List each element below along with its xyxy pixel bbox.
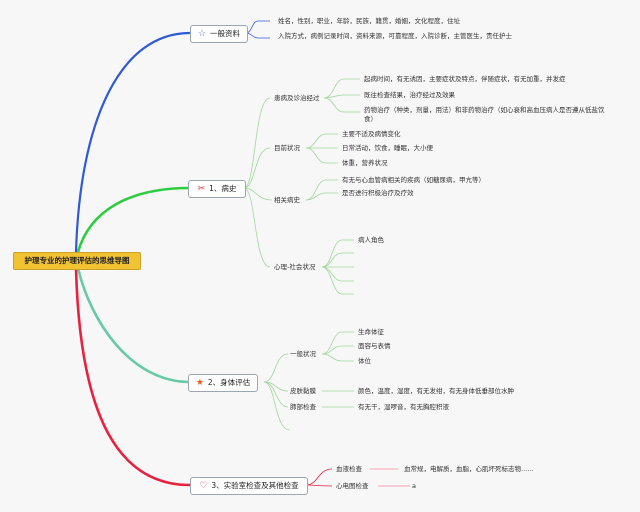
- physical-sub-lines: [263, 331, 354, 431]
- physical-group-1-item-2: 面容与表情: [358, 342, 391, 350]
- physical-group-3-item-1: 有无干，湿啰音，有无胸腔积液: [358, 403, 449, 411]
- physical-group-2-item-1: 颜色，温度，湿度，有无发绀，有无身体低垂部位水肿: [358, 387, 514, 395]
- tools-icon: ✂: [197, 183, 206, 194]
- history-group-2-item-2: 日常活动，饮食，睡眠，大小便: [342, 144, 433, 152]
- lab-group-2-label: 心电图检查: [336, 482, 369, 490]
- lab-sub-lines: [305, 468, 333, 487]
- history-group-3-label: 相关病史: [274, 196, 300, 204]
- physical-group-2-label: 皮肤黏膜: [290, 387, 316, 395]
- history-group-2-item-1: 主要不适及病情变化: [342, 130, 401, 138]
- branch-lab-tests[interactable]: ♡ 3、实验室检查及其他检查: [190, 477, 308, 495]
- branch-line-history: [76, 186, 191, 253]
- physical-group-3-label: 肺部检查: [290, 403, 316, 411]
- lab-leaf-lines: [370, 468, 410, 487]
- history-group-2-label: 目前状况: [274, 144, 300, 152]
- history-group-3-item-1: 有无与心血管病相关的疾病（如糖尿病，甲亢等）: [342, 176, 485, 184]
- branch-line-lab: [74, 267, 191, 487]
- branch-lab-title: 3、实验室检查及其他检查: [211, 481, 299, 490]
- history-group-1-item-2: 既往检查结果，治疗经过及效果: [364, 91, 455, 99]
- general-item-1: 姓名，性别，职业，年龄，民族，籍贯，婚姻，文化程度，住址: [278, 17, 460, 25]
- physical-group-1-label: 一般状况: [290, 350, 316, 358]
- lab-group-1-item-1: 血常规，电解质，血脂，心肌坏死标志物......: [404, 465, 534, 473]
- branch-general-title: 一般资料: [210, 29, 241, 38]
- branch-general-data[interactable]: ☆ 一般资料: [190, 25, 248, 43]
- branch-history-title: 1、病史: [209, 184, 237, 193]
- root-topic[interactable]: 护理专业的护理评估的思维导图: [13, 252, 141, 270]
- history-group-1-item-3: 药物治疗（种类，剂量，用法）和非药物治疗（如心衰和高血压病人是否遵从低盐饮食）: [364, 106, 605, 123]
- branch-line-physical: [76, 267, 191, 384]
- history-group-1-item-1: 起病时间，有无诱因，主要症状及特点，伴随症状，有无加重，并发症: [364, 75, 566, 83]
- history-group-4-item-1: 病人角色: [358, 236, 384, 244]
- general-leaf-lines: [245, 20, 270, 39]
- heart-icon: ♡: [199, 480, 208, 491]
- lab-group-1-label: 血液检查: [336, 465, 362, 473]
- branch-physical-assessment[interactable]: ★ 2、身体评估: [188, 374, 258, 392]
- branch-line-general: [74, 31, 191, 253]
- general-item-2: 入院方式，病例记录时间，资料来源，可靠程度，入院诊断，主管医生，责任护士: [278, 32, 512, 40]
- branch-physical-title: 2、身体评估: [207, 378, 251, 387]
- history-group-3-item-2: 是否进行积极治疗及疗效: [342, 189, 414, 197]
- star-filled-icon: ★: [195, 377, 204, 388]
- physical-group-1-item-1: 生命体征: [358, 328, 384, 336]
- physical-group-1-item-3: 体位: [358, 357, 371, 365]
- star-outline-icon: ☆: [197, 28, 207, 39]
- lab-group-2-item-1: a: [412, 482, 416, 490]
- branch-history[interactable]: ✂ 1、病史: [188, 180, 246, 198]
- history-sub-lines: [243, 78, 360, 295]
- history-group-4-label: 心理-社会状况: [274, 263, 316, 271]
- history-group-2-item-3: 体重，营养状况: [342, 159, 388, 167]
- history-group-1-label: 患病及诊治经过: [274, 94, 320, 102]
